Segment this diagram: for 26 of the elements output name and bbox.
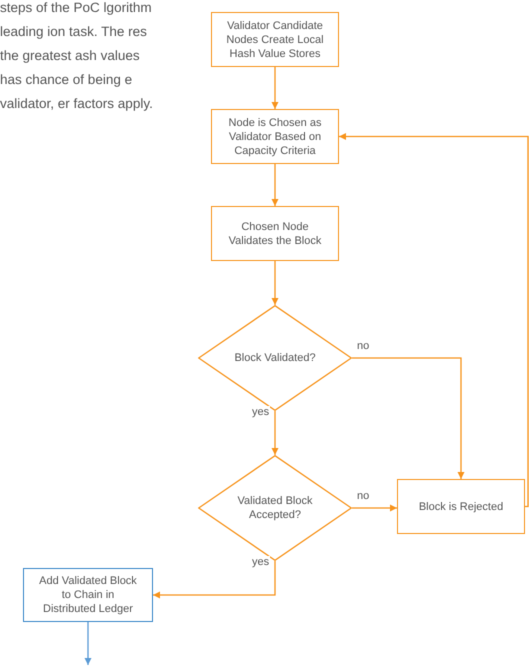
- decision-diamond: [198, 455, 352, 561]
- arrow: [272, 411, 278, 455]
- process-box: [397, 479, 525, 534]
- node-text: Node is Chosen as Validator Based on Capacity Criteria: [228, 116, 322, 158]
- node-text: Block is Rejected: [418, 500, 504, 514]
- arrow: [352, 357, 464, 479]
- arrow: [272, 261, 278, 305]
- arrow: [153, 561, 276, 598]
- node-text: Block Validated?: [233, 351, 317, 365]
- process-box: [211, 109, 339, 164]
- process-box: [211, 206, 339, 261]
- arrow: [352, 504, 397, 512]
- edge-label: yes: [251, 406, 270, 419]
- arrow: [339, 133, 529, 508]
- decision-diamond: [198, 305, 352, 411]
- arrow: [272, 164, 278, 206]
- description-text: steps of the PoC lgorithm leading ion task. The res the greatest ash values has chance of being e validator, er factors apply.: [0, 0, 154, 113]
- node-text: Validated Block Accepted?: [236, 494, 314, 522]
- edge-label: yes: [251, 556, 270, 569]
- arrow: [272, 67, 278, 109]
- process-box: [211, 12, 339, 67]
- process-box: [23, 568, 153, 622]
- node-text: Add Validated Block to Chain in Distributed Ledger: [38, 574, 138, 616]
- node-text: Validator Candidate Nodes Create Local Hash Value Stores: [225, 18, 325, 60]
- arrow: [84, 622, 92, 665]
- node-text: Chosen Node Validates the Block: [228, 220, 322, 248]
